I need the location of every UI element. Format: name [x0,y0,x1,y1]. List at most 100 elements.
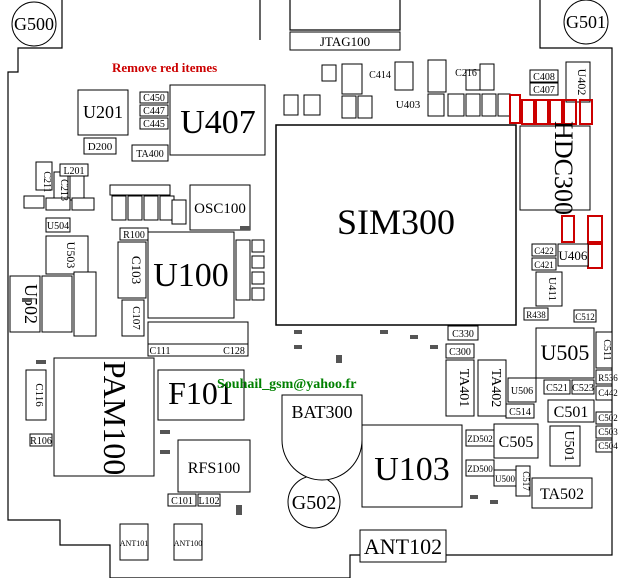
misc-pads [22,226,498,515]
hdc300-part [519,125,591,211]
u502-label: U502 [21,284,41,324]
top-row-parts [283,59,511,119]
ant101-pad [119,523,149,561]
pam100-label: PAM100 [97,361,133,475]
u402-label: U402 [575,69,589,96]
c300-part [445,343,475,359]
c107-part [121,299,145,337]
u100-chip [147,231,235,319]
c330-part [447,325,479,341]
c523-label: C523 [572,383,594,394]
r100-label: R100 [123,230,145,241]
u501-chip [549,425,581,467]
u505-chip [535,327,595,379]
zd502-label: ZD502 [467,434,493,444]
c447-label: C447 [143,106,165,117]
c514-label: C514 [509,407,531,418]
c407-label: C407 [533,85,555,96]
d200-part [83,137,117,155]
u406-chip [557,243,589,267]
r536-label: R536 [598,373,618,383]
u503-label: U503 [64,242,78,269]
r438-part [523,307,549,321]
c501-label: C501 [554,404,589,421]
c128-label: C128 [223,346,245,357]
bat300-contact [281,394,363,481]
u103-label: U103 [374,451,450,488]
remove-red-items-note: Remove red itemes [112,60,217,75]
c514-part [505,403,535,419]
c116-part [25,369,47,421]
c408-part [529,69,559,83]
c216-label: C216 [455,68,477,79]
c101-part [167,493,197,507]
ta402-part [477,359,507,417]
ant102-label: ANT102 [364,534,442,559]
c523-part [571,379,595,395]
c300-label: C300 [449,347,471,358]
u500-label: U500 [495,474,515,484]
u504-label: U504 [47,221,69,232]
c450-label: C450 [143,93,165,104]
g501-pad [563,0,609,45]
contact-email: Souhail_gsm@yahoo.fr [217,377,356,392]
c111-label: C111 [150,346,171,357]
u201-label: U201 [83,102,123,122]
c422-label: C422 [534,246,554,256]
u505-label: U505 [541,340,590,365]
r106-part [29,433,53,447]
c512-part [573,309,597,323]
ta502-label: TA502 [540,486,584,503]
ta401-part [445,359,475,417]
ta400-part [131,144,169,162]
ta502-part [531,477,593,509]
ant100-label: ANT100 [174,539,202,548]
bat300-label: BAT300 [291,402,352,422]
c504-label: C504 [598,441,618,451]
u201-chip [77,89,129,136]
g502-label: G502 [292,492,336,514]
ta401-label: TA401 [456,369,471,408]
ant101-label: ANT101 [120,539,148,548]
c422-part [531,243,557,257]
rfs100-label: RFS100 [188,460,240,477]
u503-chip [45,235,89,275]
c512-label: C512 [575,312,595,322]
jtag100-connector [289,31,401,51]
u411-chip [535,271,563,307]
f101-label: F101 [168,375,234,411]
c213-label: C213 [58,179,69,201]
c517-label: C517 [521,471,531,491]
left-small-parts [23,161,187,225]
sim300-label: SIM300 [337,202,455,242]
board-outline [7,0,613,578]
osc100-part [189,184,251,231]
ta402-label: TA402 [488,369,503,408]
jtag100-label: JTAG100 [320,34,370,49]
zd502-part [465,429,495,447]
pam100-module [53,357,155,477]
c502-label: C502 [598,413,618,423]
c407-part [529,82,559,96]
c501-part [547,399,595,423]
d200-label: D200 [88,141,113,153]
c445-label: C445 [143,119,165,130]
c503-label: C503 [598,427,618,437]
u502-side-parts [73,271,97,337]
osc100-label: OSC100 [194,201,246,217]
l102-part [197,493,221,507]
r438-label: R438 [526,310,546,320]
c450-group: C450 C447 C445 [139,91,169,130]
zd500-part [465,459,495,477]
g500-label: G500 [14,14,54,34]
c414-label: C414 [369,70,391,81]
c330-label: C330 [452,329,474,340]
ta400-label: TA400 [136,149,164,160]
u411-label: U411 [546,277,558,301]
c101-label: C101 [171,496,193,507]
u501-label: U501 [561,430,576,461]
u506-label: U506 [511,386,533,397]
r106-label: R106 [30,436,52,447]
u100-side-parts [235,239,265,301]
